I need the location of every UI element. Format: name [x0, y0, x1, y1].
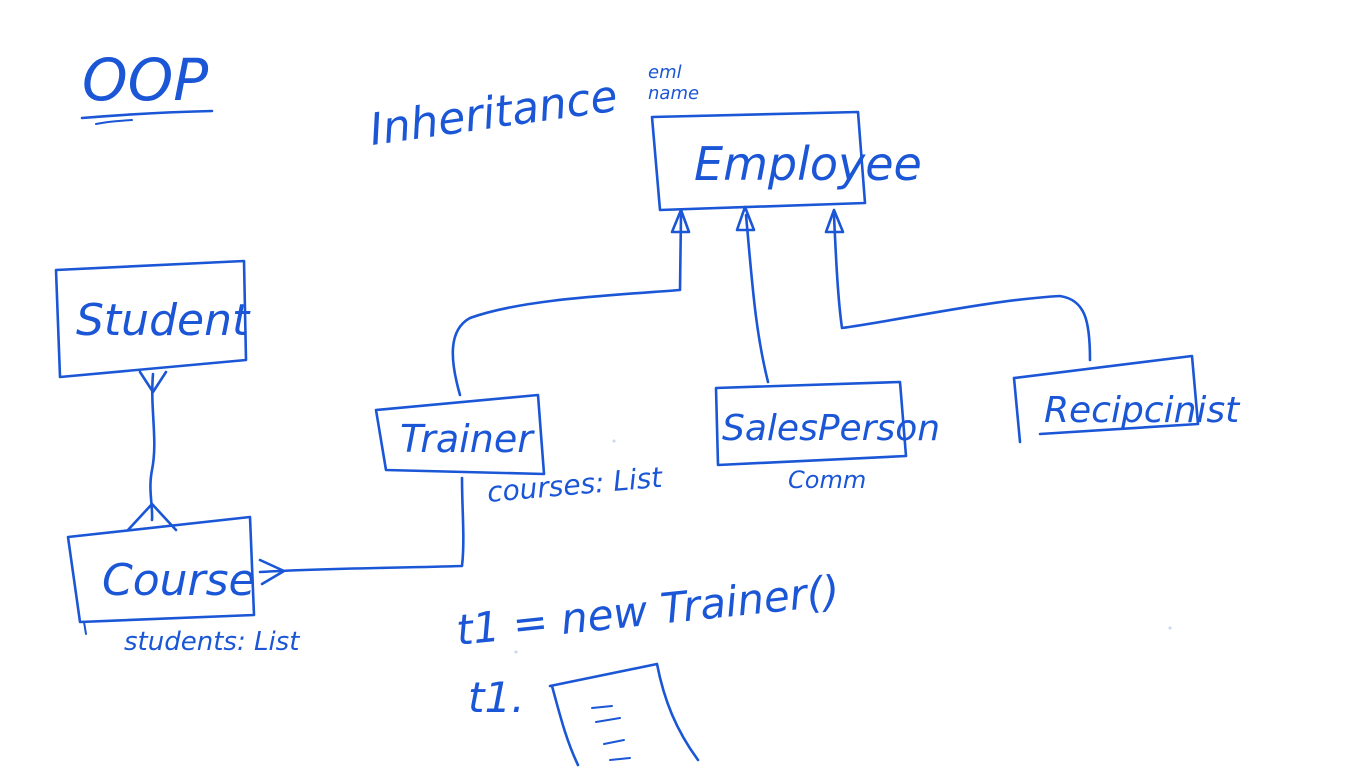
stray-mark	[612, 439, 616, 443]
employee-note-line1: eml	[648, 62, 682, 83]
inheritance-arrow-trainer	[451, 208, 691, 397]
receptionist-box	[1012, 354, 1200, 436]
student-box	[54, 259, 248, 379]
course-box	[66, 515, 256, 624]
employee-label: Employee	[694, 137, 922, 191]
employee-note-line2: name	[648, 83, 699, 104]
course-label: Course	[102, 555, 256, 606]
title-text: OOP	[82, 46, 208, 114]
salesperson-attribute: Comm	[788, 466, 866, 494]
title-underline	[80, 109, 214, 120]
title-oop: OOP	[80, 46, 214, 125]
salesperson-label: SalesPerson	[722, 408, 940, 449]
stray-mark	[1168, 626, 1172, 630]
class-employee: Employee	[650, 110, 922, 212]
title-underline-2	[95, 119, 133, 125]
code-line-1: t1 = new Trainer()	[454, 566, 842, 655]
trainer-box	[374, 393, 546, 476]
class-course: Course students: List	[66, 515, 300, 657]
code-line-2: t1.	[468, 673, 525, 722]
class-salesperson: SalesPerson Comm	[714, 380, 940, 494]
student-label: Student	[76, 295, 251, 346]
inheritance-heading: Inheritance	[366, 71, 620, 156]
relation-student-course	[126, 370, 178, 532]
receptionist-label: Recipcinist	[1044, 390, 1241, 431]
relation-course-trainer	[258, 476, 465, 586]
salesperson-box	[714, 380, 908, 467]
trainer-label: Trainer	[400, 417, 535, 461]
class-trainer: Trainer courses: List	[374, 393, 665, 509]
trainer-attribute: courses: List	[486, 461, 665, 509]
employee-box	[650, 110, 867, 212]
stray-mark	[514, 650, 518, 654]
class-receptionist: Recipcinist	[1012, 354, 1241, 444]
inheritance-arrow-receptionist	[824, 208, 1092, 362]
course-attribute: students: List	[124, 627, 300, 657]
class-student: Student	[54, 259, 251, 379]
autocomplete-popup-sketch	[548, 662, 700, 767]
inheritance-arrow-salesperson	[735, 205, 770, 384]
